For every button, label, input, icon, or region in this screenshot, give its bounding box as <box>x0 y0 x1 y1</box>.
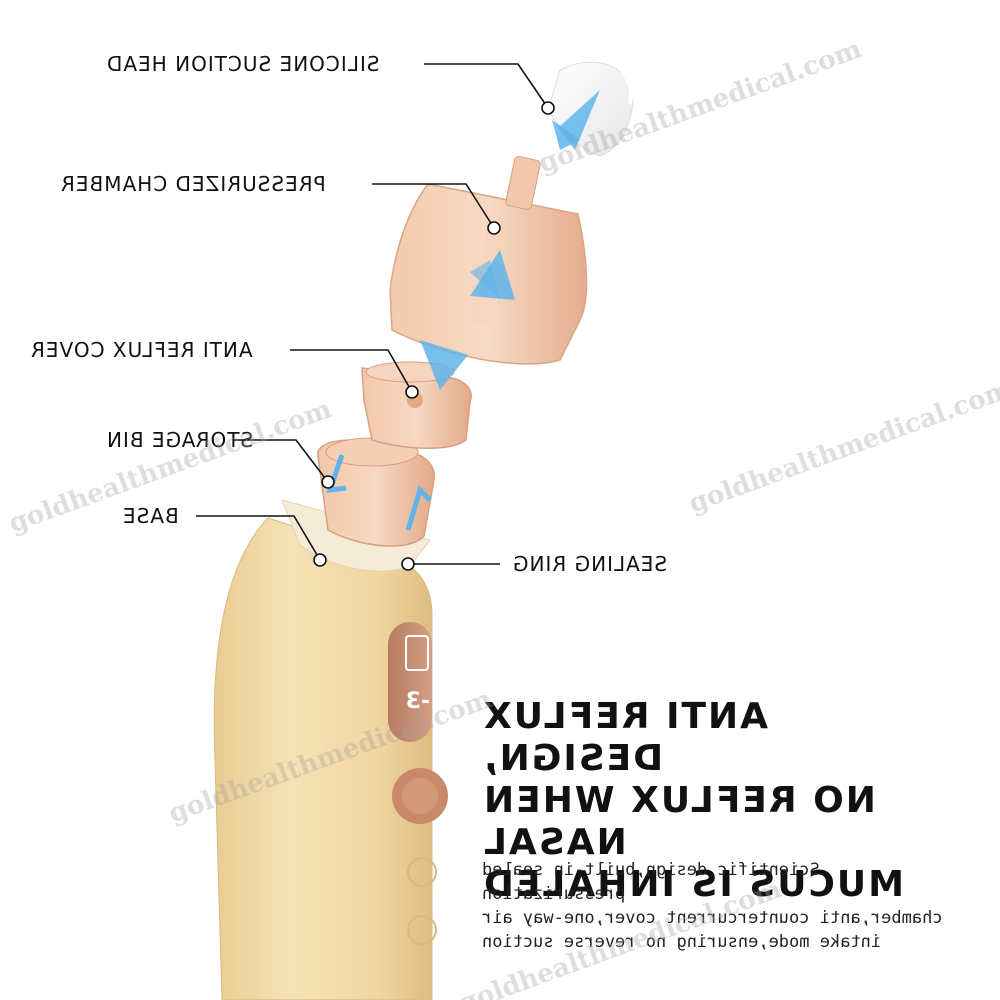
label-pressurized-chamber: PRESSURIZED CHAMBER <box>60 172 326 196</box>
description-line-3: intake mode,ensuring no reverse suction <box>482 932 882 952</box>
label-base: BASE <box>122 504 179 528</box>
airflow-arrows <box>420 90 600 390</box>
anti-reflux-cover <box>361 361 472 449</box>
flow-arrow-down <box>326 454 347 493</box>
battery-icon <box>405 635 429 671</box>
callout-lines <box>196 63 549 565</box>
mode-button[interactable] <box>407 857 437 887</box>
base-body: -3 <box>213 517 448 1000</box>
display-panel <box>388 622 432 742</box>
pressurized-chamber <box>389 156 588 365</box>
heading-line-1: ANTI REFLUX DESIGN, <box>482 696 769 779</box>
label-anti-reflux-cover: ANTI REFLUX COVER <box>30 338 253 362</box>
chamber-nozzle <box>505 156 541 210</box>
flow-arrow-up <box>405 485 432 531</box>
label-sealing-ring: SEALING RING <box>512 552 668 576</box>
light-button[interactable] <box>407 915 437 945</box>
storage-bin <box>317 437 436 547</box>
display-level: -3 <box>406 689 430 714</box>
callout-dots <box>313 101 555 571</box>
label-silicone-suction-head: SILICONE SUCTION HEAD <box>106 52 380 76</box>
heading-line-2: NO REFLUX WHEN NASAL <box>482 780 876 863</box>
